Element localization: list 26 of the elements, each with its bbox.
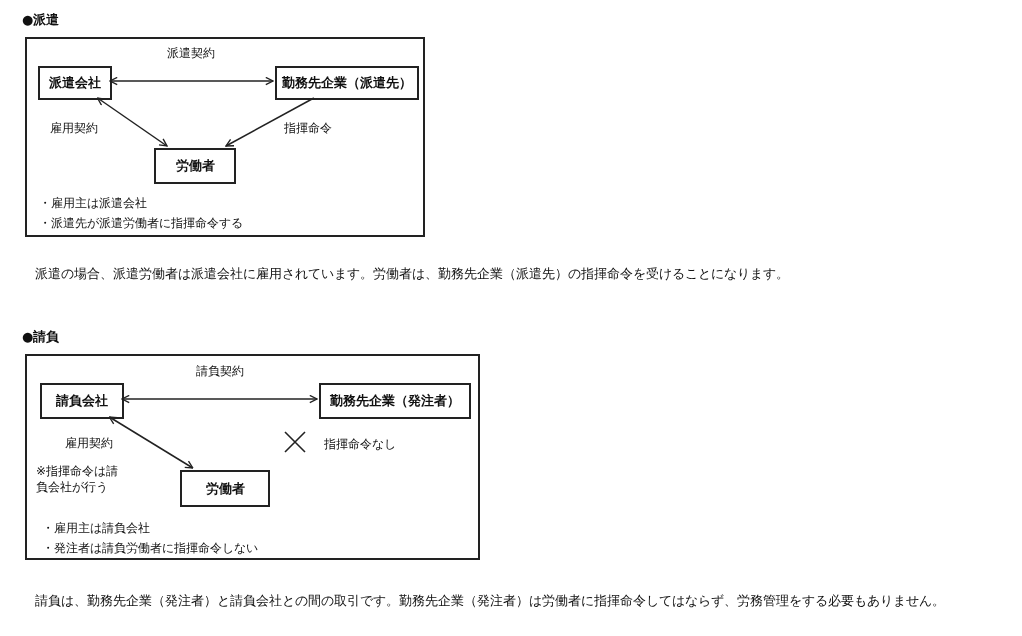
annotation-text: 指揮命令なし xyxy=(324,436,397,453)
edge-label: 雇用契約 xyxy=(48,120,100,137)
entity-box: 派遣会社 xyxy=(38,66,112,100)
explanation-paragraph: 派遣の場合、派遣労働者は派遣会社に雇用されています。労働者は、勤務先企業（派遣先）の指揮命令を受けることになります。 xyxy=(35,265,790,283)
entity-box: 勤務先企業（発注者） xyxy=(319,383,471,419)
bullet-note: ・雇用主は請負会社 xyxy=(42,520,150,537)
entity-box: 労働者 xyxy=(180,470,270,507)
section-heading: ●派遣 xyxy=(22,11,60,29)
arrow xyxy=(225,97,315,147)
bullet-note: ・派遣先が派遣労働者に指揮命令する xyxy=(39,215,243,232)
annotation-text: ※指揮命令は請負会社が行う xyxy=(36,463,120,496)
arrow xyxy=(121,394,318,404)
edge-label: 指揮命令 xyxy=(282,120,334,137)
arrow xyxy=(96,97,168,147)
entity-box: 請負会社 xyxy=(40,383,124,419)
entity-box: 勤務先企業（派遣先） xyxy=(275,66,419,100)
arrow xyxy=(109,76,274,86)
arrow xyxy=(108,416,194,469)
section-heading: ●請負 xyxy=(22,328,60,346)
explanation-paragraph: 請負は、勤務先企業（発注者）と請負会社との間の取引です。勤務先企業（発注者）は労働者に指揮命令してはならず、労務管理をする必要もありません。 xyxy=(35,592,946,610)
edge-label: 派遣契約 xyxy=(165,45,217,62)
edge-label: 雇用契約 xyxy=(63,435,115,452)
entity-box: 労働者 xyxy=(154,148,236,184)
edge-label: 請負契約 xyxy=(194,363,246,380)
bullet-note: ・発注者は請負労働者に指揮命令しない xyxy=(42,540,258,557)
bullet-note: ・雇用主は派遣会社 xyxy=(39,195,147,212)
